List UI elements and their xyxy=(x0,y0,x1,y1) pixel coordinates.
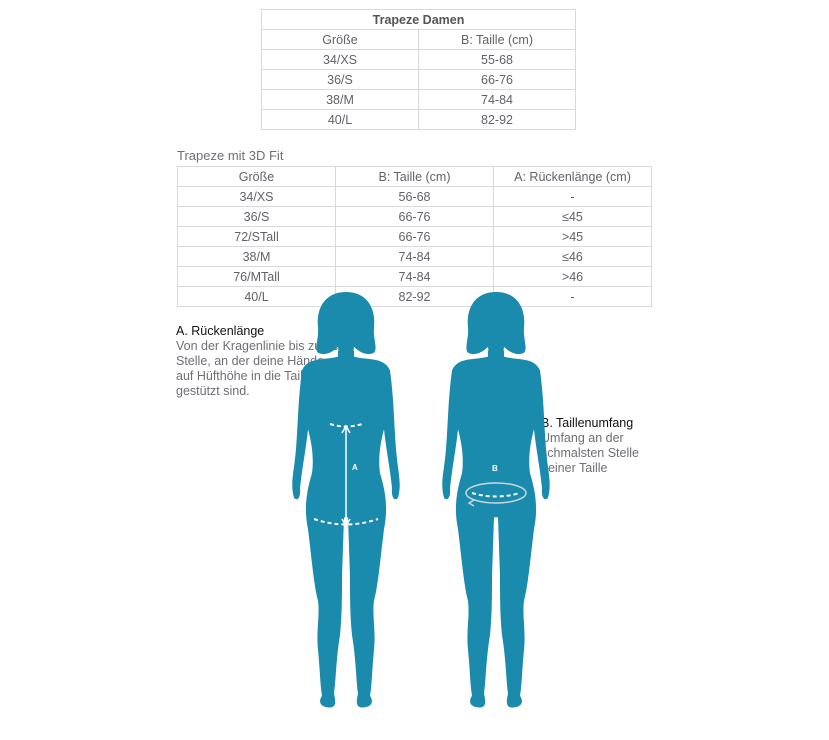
table-row: 40/L 82-92 - xyxy=(177,286,652,307)
note-line: Stelle, an der deine Hände xyxy=(176,354,325,368)
cell-back-length: ≤46 xyxy=(493,246,652,267)
size-table-trapeze-damen: Trapeze Damen Größe B: Taille (cm) 34/XS… xyxy=(261,9,576,130)
cell-waist: 55-68 xyxy=(418,49,576,70)
cell-waist: 74-84 xyxy=(335,266,494,287)
waist-label: B xyxy=(492,464,498,473)
size-table-trapeze-3d-fit: Größe B: Taille (cm) A: Rückenlänge (cm)… xyxy=(177,166,652,307)
cell-size: 36/S xyxy=(177,206,336,227)
back-length-label: A xyxy=(352,463,358,472)
table-row: 38/M 74-84 ≤46 xyxy=(177,246,652,267)
waist-title: B. Taillenumfang xyxy=(541,416,634,430)
table2-title: Trapeze mit 3D Fit xyxy=(177,148,284,163)
cell-waist: 82-92 xyxy=(418,109,576,130)
note-line: schmalsten Stelle xyxy=(541,446,639,460)
front-figure xyxy=(442,292,550,708)
cell-waist: 66-76 xyxy=(335,206,494,227)
table-row: 72/STall 66-76 >45 xyxy=(177,226,652,247)
cell-size: 34/XS xyxy=(177,186,336,207)
note-line: auf Hüfthöhe in die Taille xyxy=(176,369,313,383)
note-line: Umfang an der xyxy=(541,431,624,445)
cell-size: 40/L xyxy=(177,286,336,307)
table-row: 36/S 66-76 ≤45 xyxy=(177,206,652,227)
waist-note: B. Taillenumfang Umfang an der schmalste… xyxy=(541,416,661,476)
cell-size: 72/STall xyxy=(177,226,336,247)
back-length-title: A. Rückenlänge xyxy=(176,324,265,338)
note-line: gestützt sind. xyxy=(176,384,250,398)
note-line: deiner Taille xyxy=(541,461,608,475)
waist-measure xyxy=(465,482,527,507)
cell-waist: 74-84 xyxy=(418,89,576,110)
table-row: 34/XS 55-68 xyxy=(261,49,576,70)
note-line: Von der Kragenlinie bis zu der xyxy=(176,339,343,353)
back-length-measure xyxy=(313,423,379,528)
cell-size: 40/L xyxy=(261,109,419,130)
table-row: 40/L 82-92 xyxy=(261,109,576,130)
back-length-note: A. Rückenlänge Von der Kragenlinie bis z… xyxy=(176,324,366,399)
